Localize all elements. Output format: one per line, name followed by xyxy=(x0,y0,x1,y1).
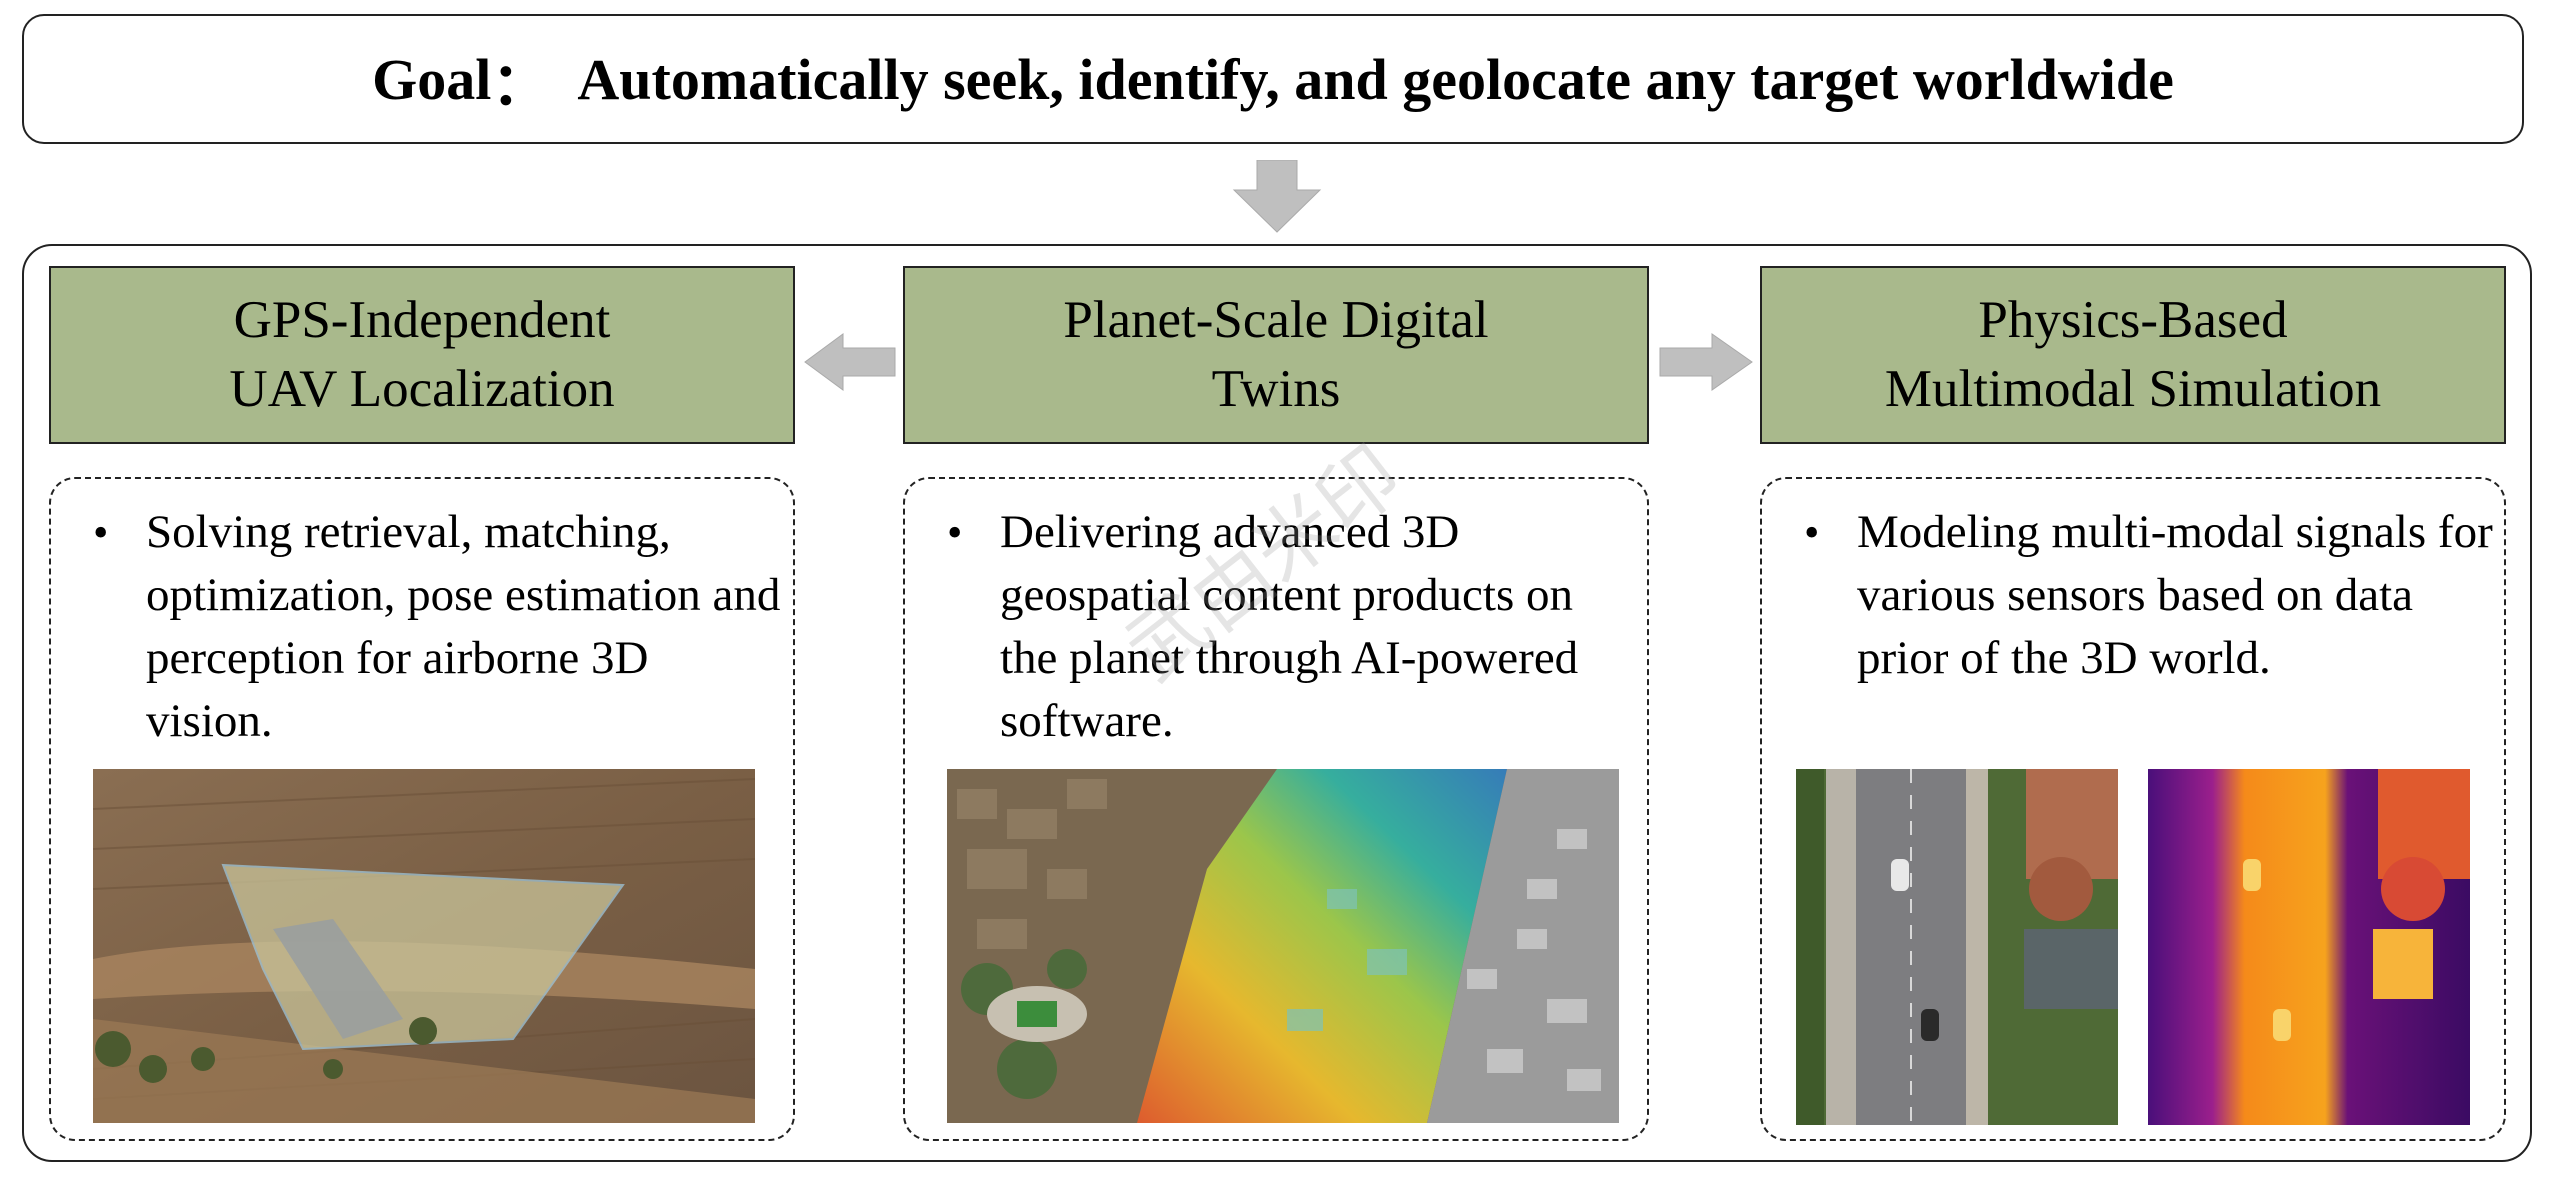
down-arrow-icon xyxy=(1232,160,1322,233)
goal-separator: ： xyxy=(491,52,550,117)
aerial-farmland-image xyxy=(93,769,755,1123)
content-uav-localization: • Solving retrieval, matching, optimizat… xyxy=(49,477,795,1141)
bullet-text: Delivering advanced 3D geospatial conten… xyxy=(1000,506,1579,747)
header-uav-localization: GPS-Independent UAV Localization xyxy=(49,266,795,444)
bullet-text: Modeling multi-modal signals for various… xyxy=(1857,506,2493,684)
left-arrow-icon xyxy=(804,333,896,391)
header-title-line: GPS-Independent xyxy=(233,291,611,350)
content-multimodal-simulation: • Modeling multi-modal signals for vario… xyxy=(1760,477,2506,1141)
goal-text: Automatically seek, identify, and geoloc… xyxy=(577,46,2174,112)
right-arrow-icon xyxy=(1659,333,1753,391)
bullet-text: Solving retrieval, matching, optimizatio… xyxy=(146,506,781,747)
thermal-street-image xyxy=(2148,769,2470,1125)
header-title-line: Planet-Scale Digital xyxy=(1063,291,1489,350)
content-digital-twins: • Delivering advanced 3D geospatial cont… xyxy=(903,477,1649,1141)
rgb-street-image xyxy=(1796,769,2118,1125)
bullet-icon: • xyxy=(93,508,109,557)
header-digital-twins: Planet-Scale Digital Twins xyxy=(903,266,1649,444)
bullet-icon: • xyxy=(947,508,963,557)
digital-twin-city-image xyxy=(947,769,1619,1123)
bullet-icon: • xyxy=(1804,508,1820,557)
goal-label: Goal xyxy=(372,46,492,112)
header-title-line: Physics-Based xyxy=(1978,291,2288,350)
outer-container xyxy=(22,244,2532,1162)
header-title-line: Multimodal Simulation xyxy=(1884,360,2382,418)
header-multimodal-simulation: Physics-Based Multimodal Simulation xyxy=(1760,266,2506,444)
header-title-line: UAV Localization xyxy=(229,360,615,418)
header-title-line: Twins xyxy=(1211,360,1341,418)
goal-box: Goal： Automatically seek, identify, and g… xyxy=(22,14,2524,144)
